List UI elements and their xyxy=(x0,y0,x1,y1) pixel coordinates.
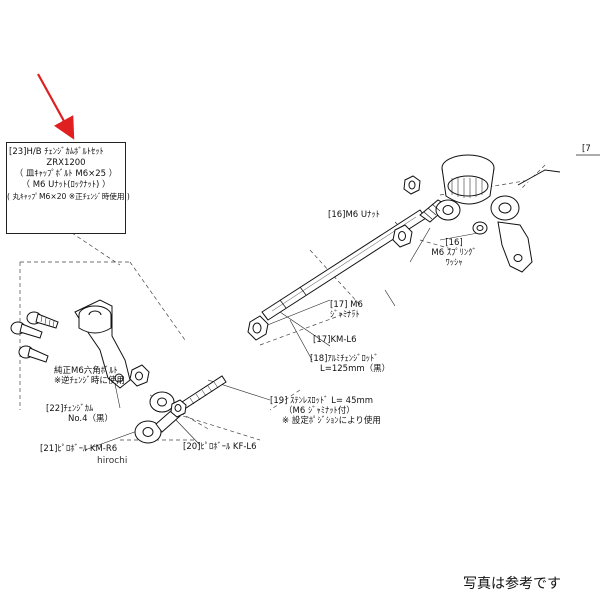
label-spring-washer-16: [16] M6 ｽﾌﾟﾘﾝｸﾞ ﾜｯｼｬ xyxy=(426,238,482,268)
nut-mid-left xyxy=(129,364,150,387)
callout-23-line-4: （ M6 Uﾅｯﾄ(ﾛｯｸﾅｯﾄ) ） xyxy=(21,180,111,190)
change-rod-18 xyxy=(261,209,427,321)
u-nut-16 xyxy=(392,224,413,248)
change-cam-22 xyxy=(74,299,131,389)
label-stainless-rod-19-line-1: [19] ｽﾃﾝﾚｽﾛｯﾄﾞ L= 45mm xyxy=(270,396,374,406)
stainless-rod-19 xyxy=(181,375,227,409)
pillow-ball-km-l6 xyxy=(419,199,461,223)
label-stainless-rod-19-line-2: （M6 ｼﾞｬﾐﾅｯﾄ付） xyxy=(284,406,355,416)
label-jam-nut-17: [17] M6 ｼﾞｬﾐﾅｯﾄ xyxy=(330,300,363,320)
label-stainless-rod-19-line-3: ※ 設定ﾎﾟｼﾞｼｮﾝにより使用 xyxy=(282,416,381,426)
label-change-cam-22: [22]ﾁｪﾝｼﾞｶﾑ No.4（黒） xyxy=(46,404,113,424)
label-jam-nut-17-line-1: [17] M6 xyxy=(330,300,363,310)
label-pillow-ball-20: [20]ﾋﾟﾛﾎﾞｰﾙ KF-L6 xyxy=(183,442,257,452)
callout-23-line-5: ( 丸ｷｬｯﾌﾟM6×20 ※正ﾁｪﾝｼﾞ時使用 ) xyxy=(7,192,130,201)
label-pillow-ball-21: [21]ﾋﾟﾛﾎﾞｰﾙ KM-R6 xyxy=(40,444,118,454)
jam-nut-19 xyxy=(170,399,187,418)
hex-bolt-oem xyxy=(10,321,43,339)
pillow-ball-20 xyxy=(149,391,175,413)
jam-nut-17 xyxy=(247,315,269,341)
callout-23-title: [23]H/B ﾁｪﾝｼﾞｶﾑﾎﾞﾙﾄｾｯﾄ xyxy=(9,147,104,157)
label-spring-washer-16-num: [16] xyxy=(445,238,463,248)
splined-shaft-boss xyxy=(441,154,495,205)
label-oem-hex-bolt-line-1: 純正M6六角ﾎﾞﾙﾄ xyxy=(54,366,118,376)
shift-arm-7 xyxy=(490,169,561,273)
watermark-text: hirochi xyxy=(97,456,128,466)
label-alu-rod-18-line-2: L=125mm（黒） xyxy=(320,364,391,374)
callout-box-23: [23]H/B ﾁｪﾝｼﾞｶﾑﾎﾞﾙﾄｾｯﾄ ZRX1200 （ 皿ｷｬｯﾌﾟﾎ… xyxy=(6,142,130,234)
callout-23-model: ZRX1200 xyxy=(46,158,86,168)
red-pointer-arrow xyxy=(37,73,75,140)
label-spring-washer-16-line-1: M6 ｽﾌﾟﾘﾝｸﾞ xyxy=(431,248,477,258)
label-alu-rod-18-line-1: [18]ｱﾙﾐﾁｪﾝｼﾞﾛｯﾄﾞ xyxy=(310,354,379,364)
cap-bolt-left xyxy=(26,311,59,329)
label-change-cam-22-line-2: No.4（黒） xyxy=(68,414,114,424)
label-alu-rod-18: [18]ｱﾙﾐﾁｪﾝｼﾞﾛｯﾄﾞ L=125mm（黒） xyxy=(310,354,390,374)
label-u-nut-16: [16]M6 Uﾅｯﾄ xyxy=(328,210,380,220)
label-oem-hex-bolt-line-2: ※逆ﾁｪﾝｼﾞ時に使用 xyxy=(54,376,125,386)
reference-photo-caption: 写真は参考です xyxy=(463,576,561,592)
label-change-cam-22-line-1: [22]ﾁｪﾝｼﾞｶﾑ xyxy=(46,404,94,414)
pillow-ball-21 xyxy=(134,409,181,444)
label-part-7: [7 xyxy=(582,144,591,154)
small-nut-top xyxy=(403,175,421,195)
callout-23-line-3: （ 皿ｷｬｯﾌﾟﾎﾞﾙﾄ M6×25 ） xyxy=(14,169,118,179)
label-oem-hex-bolt: 純正M6六角ﾎﾞﾙﾄ ※逆ﾁｪﾝｼﾞ時に使用 xyxy=(54,366,125,386)
label-km-l6-17: [17]KM-L6 xyxy=(313,335,357,345)
label-spring-washer-16-line-2: ﾜｯｼｬ xyxy=(445,258,463,268)
round-cap-bolt xyxy=(18,345,49,363)
spring-washer-16 xyxy=(472,221,488,235)
label-stainless-rod-19: [19] ｽﾃﾝﾚｽﾛｯﾄﾞ L= 45mm （M6 ｼﾞｬﾐﾅｯﾄ付） ※ 設… xyxy=(270,396,381,426)
label-jam-nut-17-line-2: ｼﾞｬﾐﾅｯﾄ xyxy=(330,310,360,320)
